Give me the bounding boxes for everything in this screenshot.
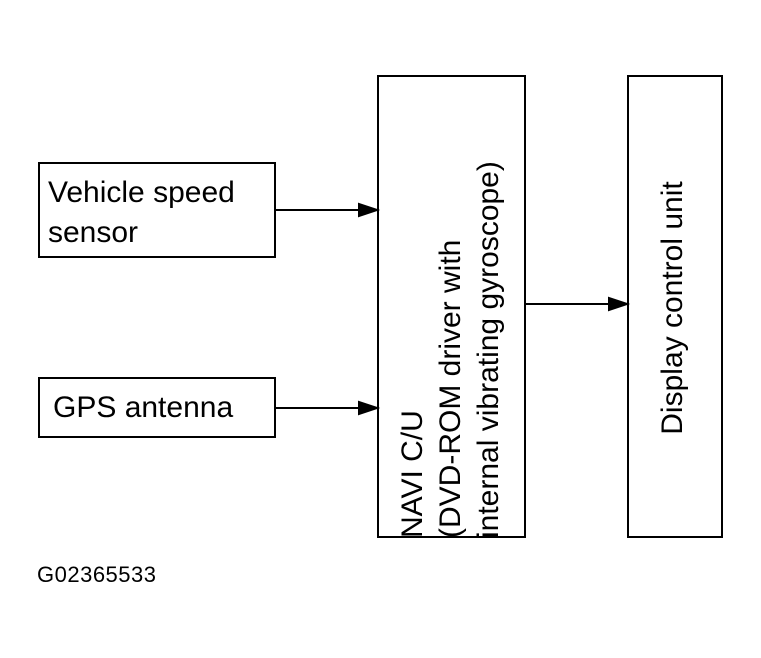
navi-cu-box: NAVI C/U (DVD-ROM driver with internal v… [377, 75, 526, 538]
vehicle-speed-sensor-line2: sensor [48, 216, 139, 249]
vehicle-speed-sensor-line1: Vehicle speed [48, 176, 235, 209]
arrowhead-gps-to-navi [358, 400, 381, 416]
arrowhead-speed-to-navi [358, 202, 381, 218]
vehicle-speed-sensor-label: Vehicle speed sensor [48, 173, 235, 253]
vehicle-speed-sensor-box: Vehicle speed sensor [38, 162, 276, 258]
gps-antenna-box: GPS antenna [38, 377, 276, 438]
gps-antenna-label: GPS antenna [53, 391, 234, 424]
figure-code: G02365533 [37, 562, 157, 587]
arrowhead-navi-to-display [608, 296, 631, 312]
display-control-unit-box: Display control unit [627, 75, 723, 538]
